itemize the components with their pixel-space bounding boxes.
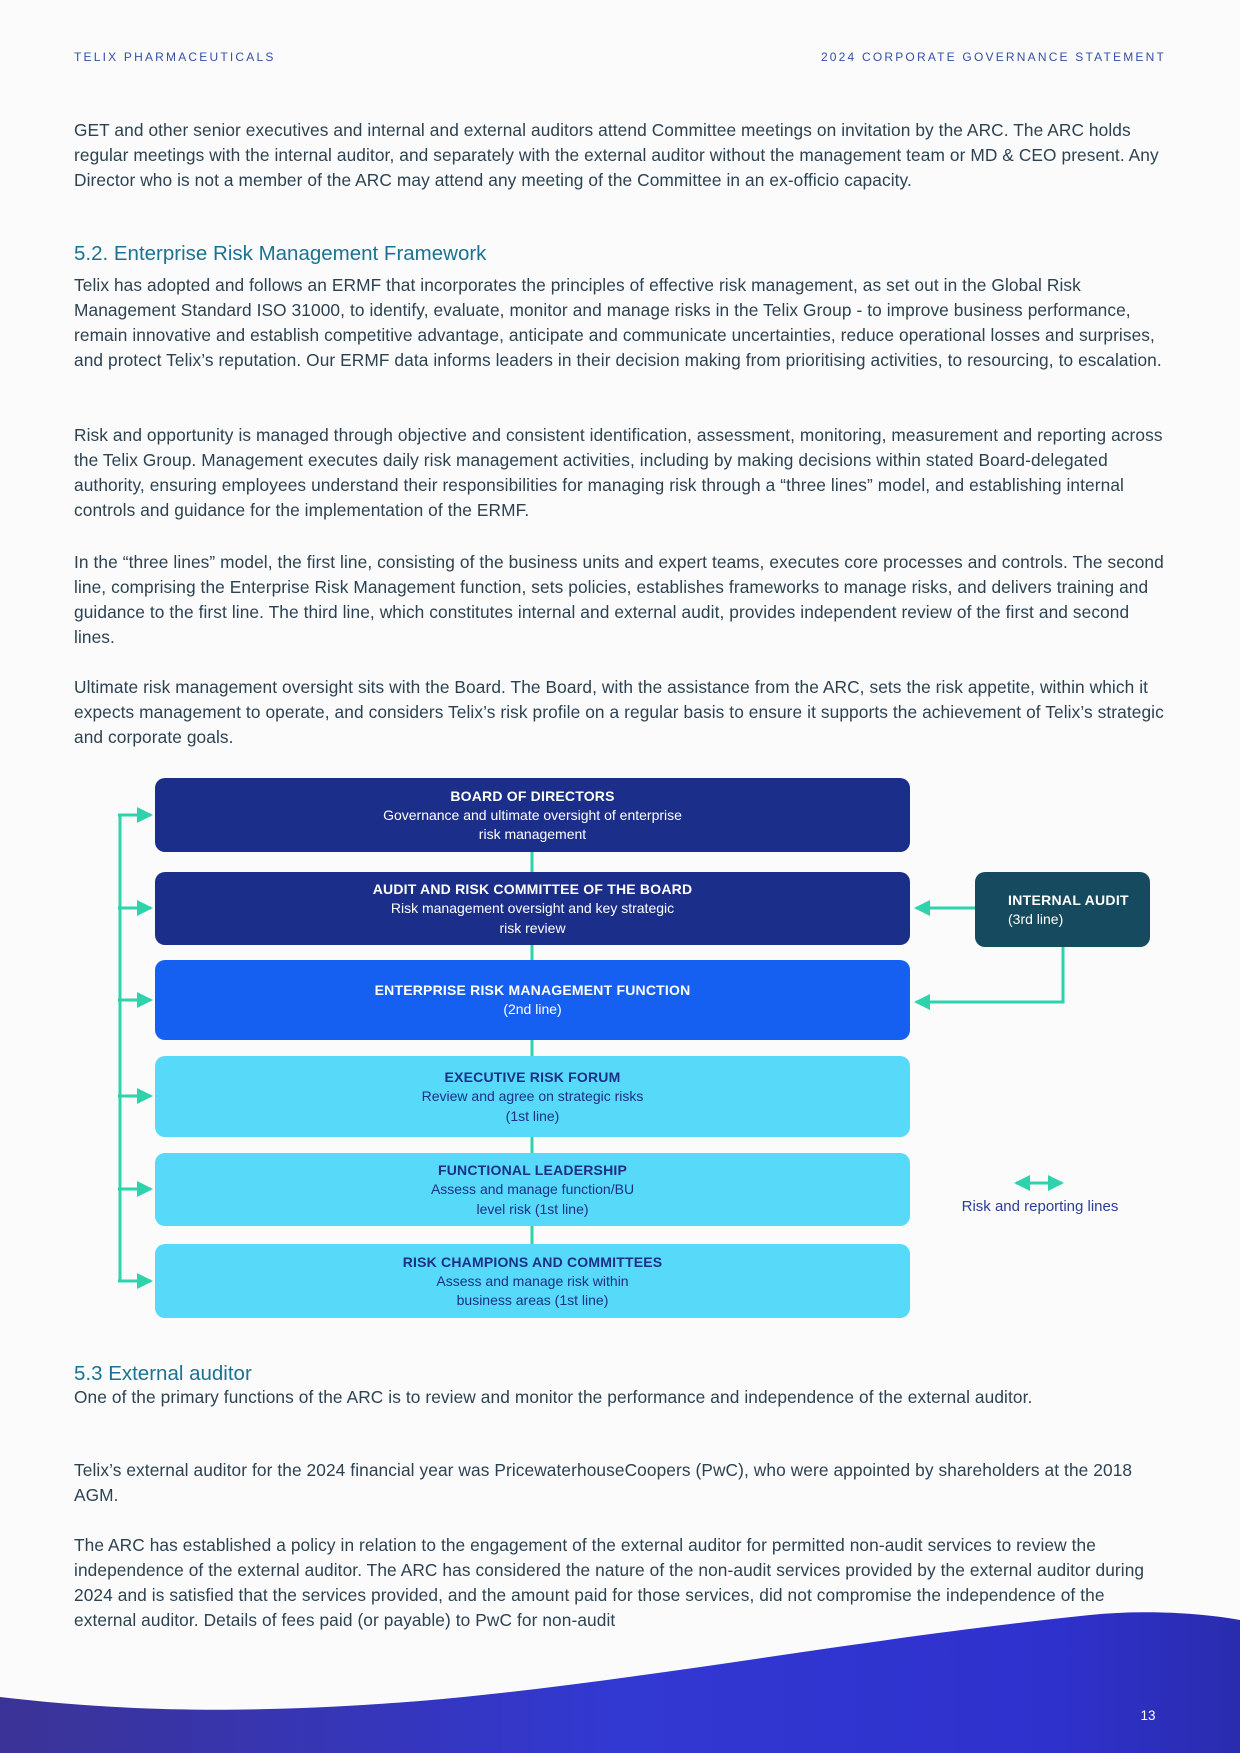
section-5-2-heading: 5.2. Enterprise Risk Management Framewor…: [74, 242, 487, 265]
box-subtitle-line: Governance and ultimate oversight of ent…: [383, 806, 682, 823]
page-number: 13: [1140, 1708, 1156, 1723]
paragraph-5-3-a: One of the primary functions of the ARC …: [74, 1387, 1033, 1407]
header-document-title: 2024 CORPORATE GOVERNANCE STATEMENT: [820, 50, 1166, 64]
box-subtitle-line: risk management: [478, 826, 587, 842]
box-subtitle-line: (3rd line): [1008, 911, 1064, 927]
internal-audit-to-ermf-arrow: [914, 947, 1065, 1010]
running-header: TELIX PHARMACEUTICALS 2024 CORPORATE GOV…: [74, 50, 1166, 64]
box-subtitle-line: risk review: [499, 919, 566, 936]
box-internal-audit: INTERNAL AUDIT (3rd line): [975, 872, 1150, 947]
box-erm-function: ENTERPRISE RISK MANAGEMENT FUNCTION (2nd…: [155, 960, 910, 1040]
paragraph-intro: GET and other senior executives and inte…: [74, 120, 1159, 190]
box-subtitle-line: level risk (1st line): [476, 1200, 589, 1217]
box-audit-risk-committee: AUDIT AND RISK COMMITTEE OF THE BOARD Ri…: [155, 872, 910, 945]
section-5-3-heading: 5.3 External auditor: [74, 1362, 252, 1385]
box-subtitle-line: Assess and manage risk within: [436, 1272, 629, 1289]
paragraph-5-2-d: Ultimate risk management oversight sits …: [74, 677, 1164, 747]
box-board-of-directors: BOARD OF DIRECTORS Governance and ultima…: [155, 778, 910, 852]
paragraph-5-2-a: Telix has adopted and follows an ERMF th…: [74, 275, 1162, 370]
paragraph-5-2-c: In the “three lines” model, the first li…: [74, 552, 1164, 647]
box-title: EXECUTIVE RISK FORUM: [444, 1069, 621, 1085]
box-title: ENTERPRISE RISK MANAGEMENT FUNCTION: [374, 982, 691, 999]
legend-risk-reporting-lines: Risk and reporting lines: [961, 1198, 1119, 1215]
box-subtitle-line: business areas (1st line): [456, 1292, 609, 1308]
box-subtitle-line: (2nd line): [503, 1001, 562, 1018]
box-subtitle-line: (1st line): [505, 1107, 560, 1124]
paragraph-5-2-b: Risk and opportunity is managed through …: [74, 425, 1163, 520]
paragraph-5-3-b: Telix’s external auditor for the 2024 fi…: [74, 1460, 1133, 1505]
box-subtitle-line: Assess and manage function/BU: [430, 1181, 635, 1197]
box-title: RISK CHAMPIONS AND COMMITTEES: [402, 1253, 663, 1270]
box-title: AUDIT AND RISK COMMITTEE OF THE BOARD: [372, 881, 693, 897]
box-title: FUNCTIONAL LEADERSHIP: [437, 1162, 628, 1178]
box-subtitle-line: Risk management oversight and key strate…: [390, 900, 675, 916]
box-functional-leadership: FUNCTIONAL LEADERSHIP Assess and manage …: [155, 1153, 910, 1226]
footer-wave-graphic: [0, 1612, 1240, 1753]
box-risk-champions: RISK CHAMPIONS AND COMMITTEES Assess and…: [155, 1244, 910, 1318]
box-title: BOARD OF DIRECTORS: [450, 787, 615, 804]
box-subtitle-line: Review and agree on strategic risks: [421, 1088, 644, 1104]
box-executive-risk-forum: EXECUTIVE RISK FORUM Review and agree on…: [155, 1056, 910, 1137]
header-company: TELIX PHARMACEUTICALS: [74, 50, 276, 64]
paragraph-5-3-c: The ARC has established a policy in rela…: [74, 1535, 1145, 1630]
box-title: INTERNAL AUDIT: [1008, 892, 1129, 908]
